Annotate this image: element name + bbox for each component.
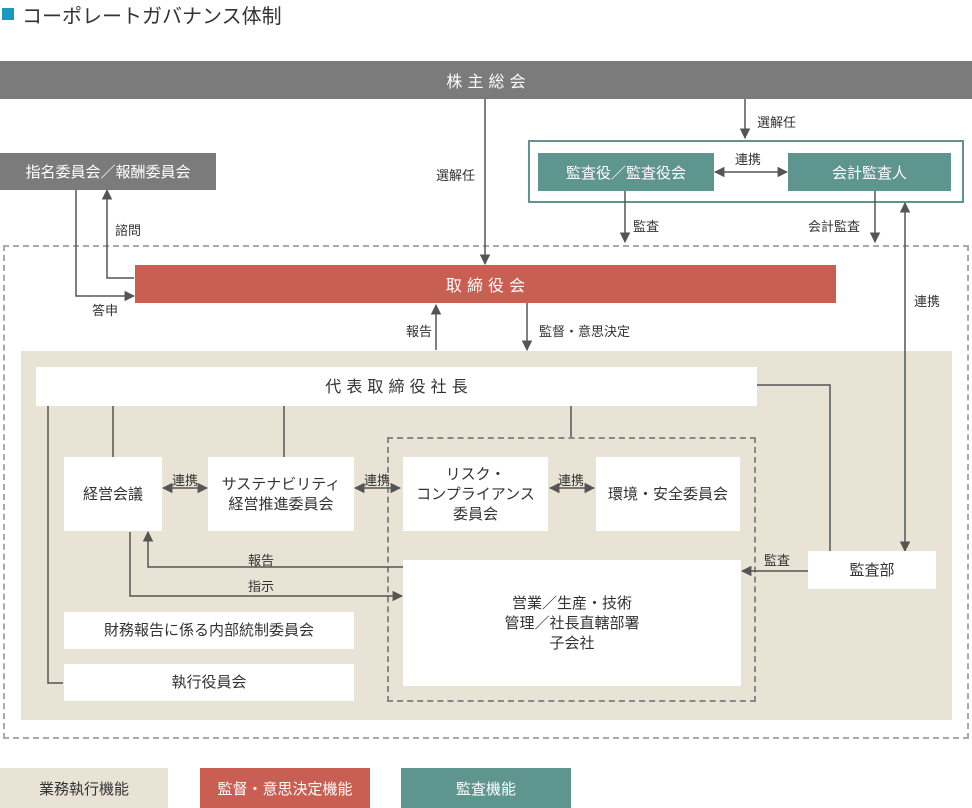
sustainability-committee-line-1: サステナビリティ	[221, 474, 341, 493]
business-units-line-3: 子会社	[549, 634, 595, 653]
board-scope-dashed-region	[3, 245, 969, 739]
board-of-directors-box: 取 締 役 会	[135, 265, 836, 303]
financial-control-committee-box: 財務報告に係る内部統制委員会	[64, 612, 354, 649]
board-of-directors-label: 取 締 役 会	[445, 276, 526, 295]
label-cooperation-risk-env: 連携	[558, 474, 585, 489]
risk-compliance-line-2: コンプライアンス	[416, 484, 535, 503]
title-marker-icon	[2, 8, 14, 20]
risk-scope-dashed-region	[387, 437, 756, 702]
legend-execution: 業務執行機能	[0, 768, 168, 808]
nomination-committee-box: 指名委員会／報酬委員会	[0, 153, 216, 190]
accounting-auditor-label: 会計監査人	[831, 163, 907, 182]
shareholders-meeting-label: 株 主 総 会	[446, 72, 526, 91]
label-elect-dismiss-board: 選解任	[436, 169, 476, 184]
legend-supervision-label: 監督・意思決定機能	[217, 779, 353, 798]
label-elect-dismiss-auditor: 選解任	[757, 116, 797, 131]
legend-audit-label: 監査機能	[455, 779, 516, 798]
internal-audit-label: 監査部	[849, 560, 895, 579]
label-cooperation-internal: 連携	[914, 295, 941, 310]
business-units-box: 営業／生産・技術 管理／社長直轄部署 子会社	[403, 560, 741, 686]
label-report-board: 報告	[406, 325, 433, 340]
label-audit-auditors: 監査	[633, 220, 660, 235]
environment-safety-label: 環境・安全委員会	[607, 484, 728, 503]
label-report-back: 答申	[92, 304, 119, 319]
sustainability-committee-line-2: 経営推進委員会	[228, 495, 334, 513]
management-meeting-box: 経営会議	[64, 457, 162, 531]
executive-officers-label: 執行役員会	[171, 673, 247, 692]
label-supervision: 監督・意思決定	[539, 325, 631, 340]
page-title: コーポレートガバナンス体制	[22, 4, 282, 28]
business-units-line-2: 管理／社長直轄部署	[504, 613, 640, 632]
auditors-label: 監査役／監査役会	[565, 163, 686, 182]
risk-compliance-line-3: 委員会	[452, 505, 498, 524]
audit-group-frame	[528, 140, 964, 203]
accounting-auditor-box: 会計監査人	[788, 153, 951, 191]
label-cooperation-auditors: 連携	[735, 153, 762, 168]
risk-compliance-committee-box: リスク・ コンプライアンス 委員会	[403, 457, 548, 531]
legend-execution-label: 業務執行機能	[38, 779, 129, 798]
label-accounting-audit: 会計監査	[808, 220, 861, 235]
environment-safety-committee-box: 環境・安全委員会	[596, 457, 740, 531]
management-meeting-label: 経営会議	[82, 484, 143, 503]
label-audit-internal: 監査	[764, 554, 791, 569]
ceo-label: 代 表 取 締 役 社 長	[325, 376, 468, 396]
sustainability-committee-box: サステナビリティ 経営推進委員会	[208, 457, 354, 531]
label-report-mgmt: 報告	[248, 554, 275, 569]
auditors-box: 監査役／監査役会	[538, 153, 714, 191]
internal-audit-box: 監査部	[808, 551, 936, 589]
executive-officers-box: 執行役員会	[64, 664, 354, 701]
legend-audit: 監査機能	[401, 768, 571, 808]
ceo-box: 代 表 取 締 役 社 長	[36, 367, 757, 406]
business-units-line-1: 営業／生産・技術	[511, 593, 632, 612]
label-inquiry: 諮問	[115, 224, 142, 239]
risk-compliance-line-1: リスク・	[445, 464, 506, 483]
label-instruction: 指示	[248, 580, 275, 595]
financial-control-committee-label: 財務報告に係る内部統制委員会	[103, 621, 314, 640]
label-cooperation-sus-risk: 連携	[364, 474, 391, 489]
label-cooperation-mgmt-sus: 連携	[172, 474, 199, 489]
shareholders-meeting-box: 株 主 総 会	[0, 61, 972, 99]
legend-supervision: 監督・意思決定機能	[200, 768, 370, 808]
nomination-committee-label: 指名委員会／報酬委員会	[25, 163, 191, 181]
